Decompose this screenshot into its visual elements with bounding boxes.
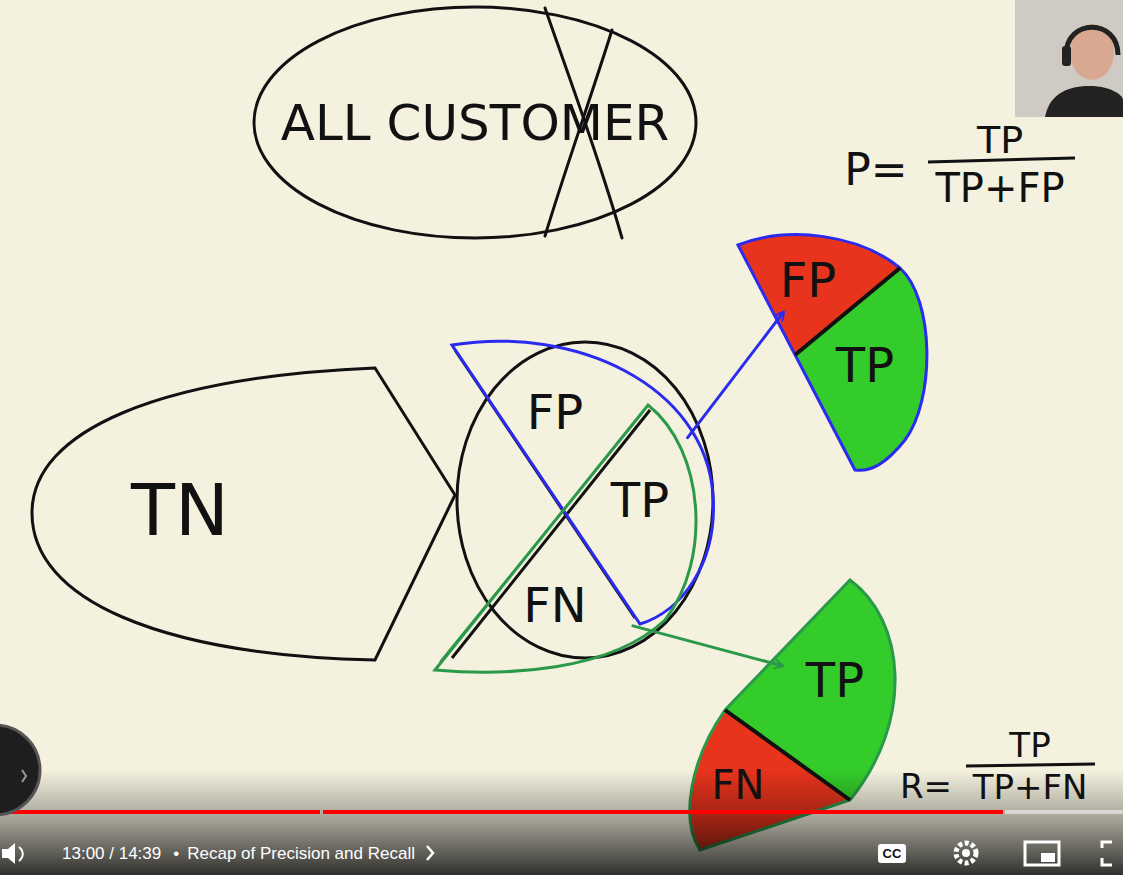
fullscreen-icon	[1102, 842, 1112, 865]
true-positive-wedge: TP	[590, 440, 690, 560]
separator-dot: •	[173, 845, 179, 862]
true-negative-region-outline	[30, 365, 460, 663]
webcam-person	[1045, 86, 1123, 117]
true-positive-part: TP	[830, 335, 900, 395]
precision-outline	[738, 235, 927, 471]
chapter-chevron	[427, 846, 433, 860]
arrow-connector	[688, 312, 784, 437]
ellipse-outline	[254, 7, 696, 238]
progress-played	[0, 810, 320, 814]
fraction-denominator: TP+FP	[935, 168, 1064, 208]
node-text: TP	[806, 656, 864, 704]
player-shade	[0, 770, 1123, 875]
arrow-connector	[633, 626, 782, 666]
node-text: TN	[131, 474, 229, 546]
false-negative-wedge: FN	[480, 575, 630, 635]
miniplayer-icon	[1025, 842, 1059, 865]
captions-button: CC	[878, 844, 907, 863]
fraction-numerator: TP	[1009, 728, 1050, 762]
webcam-headphones	[1066, 27, 1118, 55]
node-text: TP	[611, 476, 669, 524]
progress-played	[323, 810, 1003, 814]
divider-line	[452, 410, 650, 658]
false-negative-part: FN	[706, 759, 771, 811]
outcome-circle	[457, 342, 713, 658]
side-dial	[0, 725, 40, 815]
chapter-title: Recap of Precision and Recall	[187, 845, 415, 862]
precision-symbol: P=	[844, 148, 907, 192]
side-dial-arrow	[22, 770, 26, 782]
video-time: 13:00 / 14:39	[62, 845, 161, 862]
fraction-denominator: TP+FN	[973, 770, 1088, 804]
volume-icon	[2, 843, 15, 864]
recall-symbol: R=	[900, 769, 952, 803]
crossed-out-ellipse: ALL CUSTOMER	[252, 5, 698, 240]
webcam-headphones	[1062, 46, 1071, 66]
actual-outline	[440, 412, 643, 662]
node-text: FN	[523, 581, 587, 629]
false-positive-part: FP	[763, 250, 853, 310]
settings-gear	[962, 849, 970, 857]
progress-rest	[1005, 810, 1123, 814]
node-text: TP	[836, 341, 894, 389]
fraction-numerator: TP	[977, 121, 1023, 159]
miniplayer-icon	[1041, 853, 1055, 862]
fraction-bar	[966, 764, 1095, 766]
region-outline	[32, 368, 455, 660]
node-text: FN	[712, 765, 765, 805]
node-text: FP	[780, 256, 837, 304]
webcam-inset	[1015, 0, 1123, 117]
true-positive-part: TP	[785, 625, 885, 735]
node-text: ALL CUSTOMER	[281, 98, 669, 148]
settings-gear	[956, 843, 976, 863]
node-text: FP	[527, 388, 584, 436]
false-positive-wedge: FP	[505, 382, 605, 442]
volume-icon	[19, 847, 23, 861]
true-negative-region: TN	[30, 365, 460, 663]
